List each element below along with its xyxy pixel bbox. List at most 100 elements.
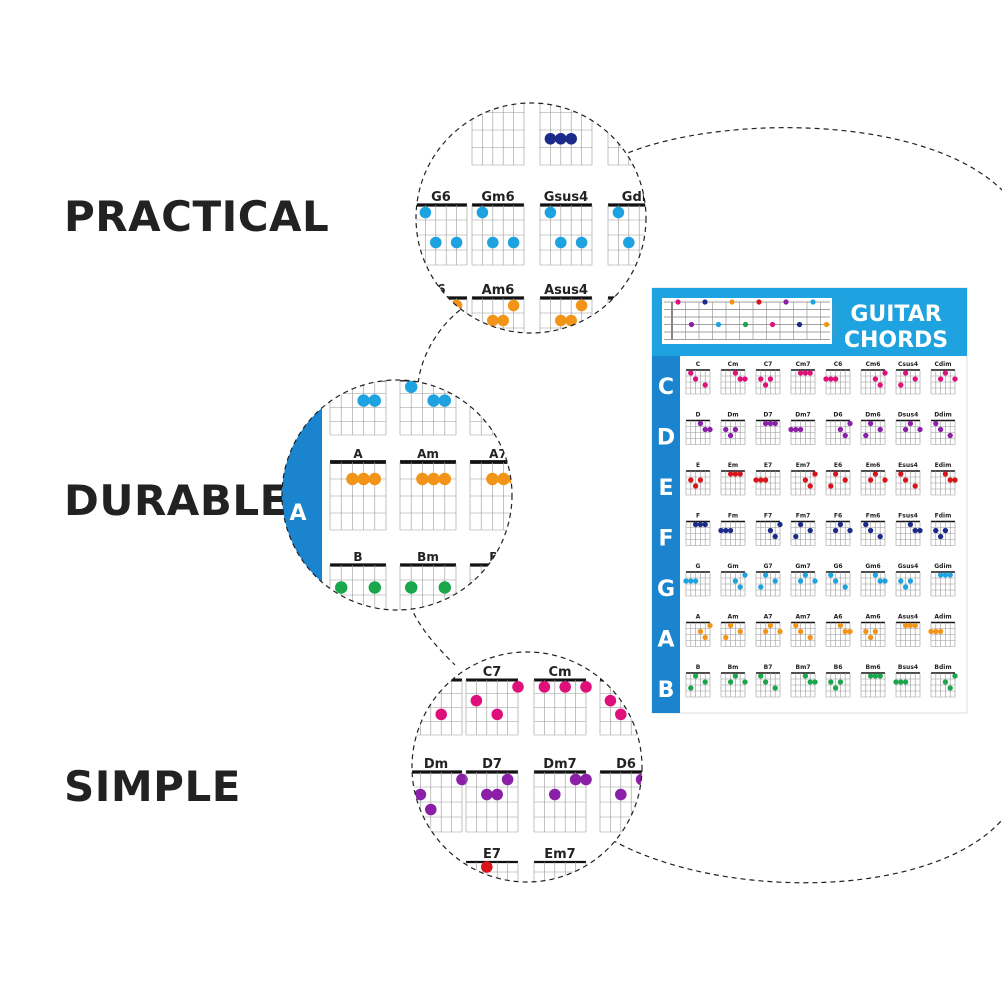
zoom-mid-chord-label: A [353,447,363,461]
poster-chord-label: Em [728,462,738,469]
feature-practical: PRACTICAL [64,192,330,241]
poster-chord-label: Adim [934,614,951,621]
zoom-bot-chord-label: Cm [548,665,571,680]
poster-chord-label: Bm7 [796,664,811,671]
poster-chord-label: Fm [728,513,738,520]
poster-chord-label: Fm6 [866,513,881,520]
feature-durable: DURABLE [64,476,289,525]
poster-chord-label: C6 [834,361,843,368]
poster-chord-label: E6 [834,462,842,469]
zoom-top-chord-label: Gm6 [481,190,514,205]
poster-chord-label: Gdim [934,563,952,570]
poster-chord-label: Esus4 [898,462,918,469]
poster-row-letter: C [658,375,674,400]
dashed-arc-large-bottom [611,819,1002,884]
poster-chord-label: Fdim [935,513,952,520]
zoom-bot-chord-label: D6 [616,757,636,772]
poster-chord-label: Em7 [796,462,811,469]
poster-chord-label: Am7 [795,614,810,621]
poster-chord-label: Asus4 [898,614,918,621]
poster-chord-label: Dm [727,412,738,419]
poster-chord-label: C [696,361,701,368]
poster-row-letter: D [657,426,675,451]
poster-chord-label: Dm7 [795,412,810,419]
poster-chord-label: D [696,412,701,419]
zoom-bot-chord-label: C7 [483,665,502,680]
poster-chord-label: G [696,563,701,570]
poster-title-line1: GUITAR [850,302,941,327]
poster-chord-label: Em6 [866,462,881,469]
poster-row-letter: A [657,628,674,653]
poster-chord-label: A [696,614,701,621]
dashed-connector-top [417,309,461,386]
zoom-mid-letter: A [289,501,306,526]
zoom-top-chord-label: Gdi [622,190,646,205]
poster-chord-label: Bm6 [866,664,881,671]
poster-chord-label: F [696,513,700,520]
zoom-mid-chord-label: B7 [489,550,507,564]
poster-chord-label: Bdim [934,664,951,671]
zoom-mid-chord-label: B [353,550,362,564]
poster-chord-label: Am [728,614,739,621]
poster-chord-label: Bsus4 [898,664,918,671]
poster-row-letter: G [657,577,675,602]
poster-row-letter: E [658,476,673,501]
poster-chord-label: A7 [764,614,773,621]
zoom-bot-chord-label: Em7 [544,847,575,862]
poster-fretboard [662,298,832,344]
poster-chord-label: Fm7 [796,513,811,520]
poster-chord-label: Cm7 [796,361,811,368]
poster-chord-label: F6 [834,513,842,520]
poster-chord-label: Cm6 [866,361,881,368]
poster-chord-label: A6 [834,614,843,621]
zoom-top-chord-label: A [629,283,639,298]
poster-chord-label: Am6 [865,614,880,621]
poster-chord-label: B6 [834,664,843,671]
poster-chord-label: G6 [833,563,842,570]
poster-chord-label: B7 [764,664,773,671]
poster-chord-label: Bm [728,664,739,671]
poster-chord-label: Dsus4 [898,412,919,419]
poster-row-letter: F [658,527,673,552]
poster-chord-label: G7 [763,563,772,570]
poster-chord-label: Ddim [934,412,952,419]
poster-chord-label: Cdim [934,361,951,368]
poster-chord-label: Gm7 [795,563,810,570]
poster-chord-label: F7 [764,513,772,520]
poster-chord-label: E [696,462,700,469]
poster-chord-label: C7 [764,361,773,368]
poster-row-letter: B [658,678,675,703]
poster-chord-label: Gm6 [865,563,880,570]
zoom-bot-chord-label: D7 [482,757,502,772]
poster-chord-label: D6 [833,412,842,419]
zoom-top-chord-label: Asus4 [544,283,588,298]
zoom-top-chord-label: Gsus4 [544,190,588,205]
poster-chord-label: D7 [763,412,772,419]
poster-chord-label: Gm [727,563,738,570]
zoom-mid-chord-label: Am [417,447,439,461]
poster-chord-label: E7 [764,462,772,469]
poster-chord-label: B [696,664,701,671]
poster-title-line2: CHORDS [844,328,948,353]
poster-chord-label: Cm [728,361,739,368]
feature-simple: SIMPLE [64,762,241,811]
poster-chord-label: Csus4 [898,361,918,368]
zoom-top-chord-label: Am6 [482,283,515,298]
dashed-connector-bottom [409,604,456,666]
zoom-bot-chord-label: Dm7 [543,757,576,772]
poster-chord-label: Dm6 [865,412,880,419]
poster-chord-label: Gsus4 [898,563,919,570]
dashed-arc-large [611,127,1002,191]
poster-background [651,287,968,714]
zoom-mid-chord-label: Bm [417,550,439,564]
zoom-top-chord-label: G6 [431,190,451,205]
zoom-bot-chord-label: Dm [424,757,448,772]
zoom-bot-chord-label: E7 [483,847,501,862]
poster-side-bar [652,356,680,713]
poster-chord-label: Fsus4 [898,513,918,520]
